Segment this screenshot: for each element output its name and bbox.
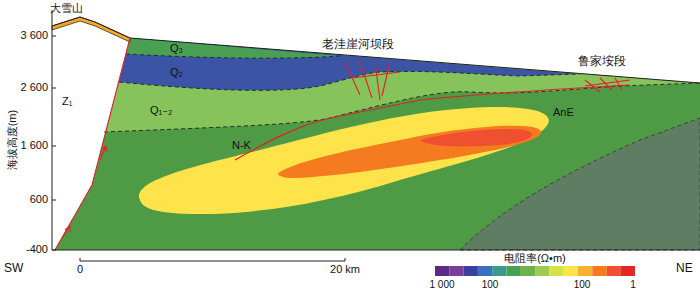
axes xyxy=(52,10,700,261)
place-name: 大雪山 xyxy=(50,2,83,14)
axis-tick: -400 xyxy=(26,243,48,255)
layer-label: Q₂ xyxy=(170,66,183,78)
boundary-line xyxy=(119,71,580,90)
scale-label: 0 xyxy=(77,263,83,275)
layer-label: AnE xyxy=(553,106,574,118)
fault-arrow xyxy=(62,146,107,238)
fault-line xyxy=(345,62,400,100)
boundary-line xyxy=(126,54,340,58)
layer-boundaries xyxy=(104,54,700,132)
colorbar-cell xyxy=(507,266,521,276)
axis-tick: 600 xyxy=(30,193,48,205)
colorbar-cell xyxy=(578,266,592,276)
z1-block xyxy=(52,17,130,250)
faults xyxy=(55,38,630,250)
fault-line xyxy=(585,78,630,92)
scale-bar xyxy=(80,258,345,261)
direction-label: SW xyxy=(4,262,23,275)
colorbar-cell xyxy=(564,266,578,276)
layer-label: N-K xyxy=(232,139,251,151)
fault-line xyxy=(55,38,130,250)
q3-layer xyxy=(126,38,340,58)
layer-label: Q₁₋₂ xyxy=(150,104,172,116)
colorbar xyxy=(435,266,635,276)
colorbar-cell xyxy=(549,266,563,276)
n-k-layer xyxy=(52,17,700,250)
colorbar-tick: 100 xyxy=(482,279,499,290)
colorbar-cell xyxy=(621,266,635,276)
colorbar-tick: 100 xyxy=(574,279,591,290)
colorbar-cell xyxy=(492,266,506,276)
colorbar-cell xyxy=(535,266,549,276)
low-resistivity-zone xyxy=(139,107,549,214)
axis-title: 海拔高度(m) xyxy=(6,110,18,171)
colorbar-tick: 1 000 xyxy=(429,279,454,290)
lower-resistivity-zone xyxy=(278,126,541,178)
section-name: 老洼崖河坝段 xyxy=(322,38,394,51)
colorbar-cell xyxy=(435,266,449,276)
baseline xyxy=(52,250,700,251)
y-axis xyxy=(52,10,53,250)
scale-label: 20 km xyxy=(330,263,360,275)
q2-layer xyxy=(119,38,580,90)
lowest-resistivity-zone xyxy=(420,129,532,146)
boundary-line xyxy=(104,83,700,132)
y-ticks xyxy=(52,36,56,250)
axis-tick: 3 600 xyxy=(20,29,48,41)
colorbar-cell xyxy=(478,266,492,276)
axis-tick: 1 600 xyxy=(20,139,48,151)
layer-label: Q₃ xyxy=(170,42,183,54)
colorbar-cell xyxy=(592,266,606,276)
direction-label: NE xyxy=(676,262,693,275)
colorbar-tick: 1 xyxy=(630,279,636,290)
colorbar-cell xyxy=(607,266,621,276)
colorbar-cell xyxy=(464,266,478,276)
axis-tick: 2 600 xyxy=(20,81,48,93)
colorbar-cell xyxy=(521,266,535,276)
colorbar-title: 电阻率(Ω•m) xyxy=(504,252,566,264)
colorbar-cell xyxy=(449,266,463,276)
section-name: 鲁家垵段 xyxy=(578,55,626,68)
layer-label: Z₁ xyxy=(62,95,72,107)
fault-line xyxy=(235,85,630,160)
